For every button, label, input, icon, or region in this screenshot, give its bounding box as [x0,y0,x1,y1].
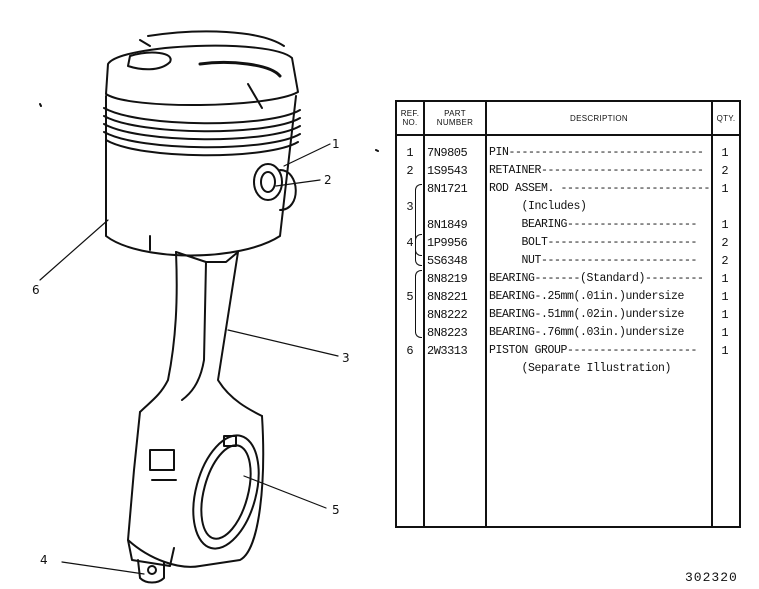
qty-cell: 1 [721,326,729,340]
part-number-cell: 8N8219 [427,272,468,286]
table-row: 2 1S9543 RETAINER-------------------------… [397,162,739,180]
leader-line-3 [227,329,339,357]
part-number-cell: 8N8223 [427,326,468,340]
leader-line-6 [39,219,109,281]
description-cell: ROD ASSEM. ----------------------- [489,182,711,195]
table-row: 8N1721 ROD ASSEM. -----------------------… [397,180,739,198]
description-cell: NUT------------------------ [489,254,698,267]
callout-3: 3 [342,351,350,365]
column-divider [711,102,713,526]
description-cell: BOLT----------------------- [489,236,698,249]
table-row: 4 1P9956 BOLT----------------------- 2 [397,234,739,252]
table-row: 5 8N8221 BEARING-.25mm(.01in.)undersize 1 [397,288,739,306]
part-number-cell: 2W3313 [427,344,468,358]
part-number-cell: 1P9956 [427,236,468,250]
table-row: 1 7N9805 PIN------------------------------… [397,144,739,162]
pin-boss [253,163,283,201]
part-number-cell: 8N1849 [427,218,468,232]
description-cell: BEARING-.76mm(.03in.)undersize [489,326,685,339]
description-cell: (Includes) [489,200,587,213]
rod-bolt [137,559,165,584]
header-qty: QTY. [713,102,739,136]
qty-cell: 2 [721,254,729,268]
callout-6: 6 [32,283,40,297]
figure-number: 302320 [685,570,738,585]
header-part-number: PART NUMBER [425,102,485,136]
part-number-cell: 8N8222 [427,308,468,322]
piston-rod-illustration [39,30,379,584]
callout-2: 2 [324,173,332,187]
ref-cell: 6 [406,344,414,358]
description-cell: BEARING-------------------- [489,218,698,231]
qty-cell: 1 [721,218,729,232]
piston-skirt [105,95,297,257]
description-cell: PISTON GROUP-------------------- [489,344,698,357]
table-row: 6 2W3313 PISTON GROUP-------------------- 1 [397,342,739,360]
ref-cell: 2 [406,164,414,178]
leader-line-5 [243,475,327,509]
part-number-cell: 1S9543 [427,164,468,178]
column-divider [485,102,487,526]
qty-cell: 1 [721,344,729,358]
qty-cell: 2 [721,164,729,178]
description-cell: PIN------------------------------ [489,146,704,159]
table-row: 8N1849 BEARING-------------------- 1 [397,216,739,234]
description-cell: BEARING-.25mm(.01in.)undersize [489,290,685,303]
callout-1: 1 [332,137,340,151]
table-row: 8N8222 BEARING-.51mm(.02in.)undersize 1 [397,306,739,324]
qty-cell: 1 [721,290,729,304]
column-divider [423,102,425,526]
leader-line-4 [61,561,145,575]
ref-cell: 1 [406,146,414,160]
ref-cell: 3 [406,200,414,214]
table-row: 5S6348 NUT------------------------ 2 [397,252,739,270]
table-row: 8N8219 BEARING-------(Standard)--------- 1 [397,270,739,288]
header-ref-no: REF. NO. [397,102,423,136]
part-number-cell: 8N8221 [427,290,468,304]
qty-cell: 1 [721,272,729,286]
part-number-cell: 5S6348 [427,254,468,268]
qty-cell: 2 [721,236,729,250]
table-row: 3 (Includes) [397,198,739,216]
callout-5: 5 [332,503,340,517]
table-row: 8N8223 BEARING-.76mm(.03in.)undersize 1 [397,324,739,342]
description-cell: (Separate Illustration) [489,362,672,375]
qty-cell: 1 [721,308,729,322]
group-brace-4 [415,234,422,266]
leader-line-2 [275,179,321,187]
piston-rings [103,107,301,125]
table-row: (Separate Illustration) [397,360,739,378]
description-cell: BEARING-.51mm(.02in.)undersize [489,308,685,321]
qty-cell: 1 [721,146,729,160]
group-brace-3 [415,184,422,256]
part-number-cell: 8N1721 [427,182,468,196]
ref-cell: 4 [406,236,414,250]
callout-4: 4 [40,553,48,567]
qty-cell: 1 [721,182,729,196]
leader-line-1 [283,143,331,167]
ref-cell: 5 [406,290,414,304]
group-brace-5 [415,270,422,338]
part-number-cell: 7N9805 [427,146,468,160]
rod-beam [175,251,263,417]
rod-big-end [127,411,265,568]
description-cell: RETAINER------------------------- [489,164,704,177]
header-description: DESCRIPTION [487,102,711,136]
description-cell: BEARING-------(Standard)--------- [489,272,704,285]
